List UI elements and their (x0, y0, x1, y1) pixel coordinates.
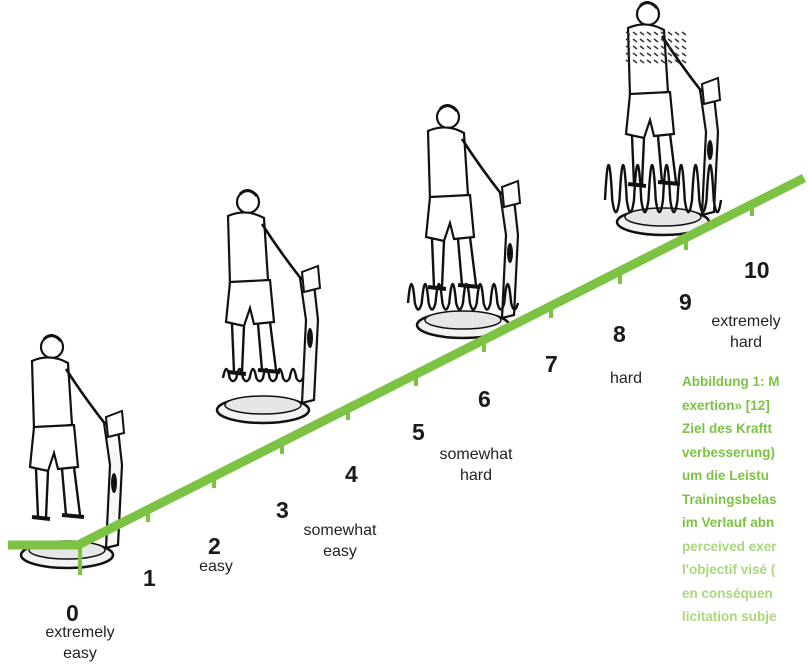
person-shorts (28, 423, 80, 473)
scale-number-10: 10 (744, 257, 770, 283)
scale-label-line: somewhat (303, 522, 377, 539)
scale-number-6: 6 (478, 386, 491, 412)
vibration-wave (221, 367, 305, 383)
scale-label-line: easy (199, 558, 233, 575)
caption-line: verbesserung) (682, 444, 776, 460)
scale-label-line: extremely (711, 313, 781, 330)
person-legs (630, 133, 678, 185)
scale-number-9: 9 (679, 289, 692, 315)
person-hair (238, 189, 259, 198)
scale-axis (8, 173, 807, 575)
caption-line: im Verlauf abn (682, 515, 775, 530)
machine-console (300, 264, 322, 294)
scale-label-0: extremely easy (20, 622, 140, 664)
machine-console (700, 76, 722, 106)
person-legs (230, 321, 278, 373)
platform-top (224, 395, 302, 415)
scale-label-line: hard (729, 334, 763, 351)
person-hair (438, 104, 459, 113)
person-legs (34, 466, 82, 518)
person-arm (460, 138, 504, 196)
figures-layer (19, 1, 723, 570)
person-shorts (424, 193, 476, 243)
caption-line: perceived exer (682, 538, 777, 554)
person-arm (660, 35, 704, 93)
person-torso (426, 126, 470, 201)
caption-line: um die Leistu (682, 468, 770, 483)
motion-blur (625, 31, 687, 64)
caption-line: Ziel des Kraftt (682, 421, 773, 436)
caption-line: l'objectif visé ( (682, 562, 776, 577)
machine-console (500, 179, 522, 209)
scale-label-line: somewhat (439, 446, 513, 463)
platform-top (424, 310, 502, 330)
scale-label-6: somewhat hard (416, 444, 536, 486)
scale-number-8: 8 (613, 321, 626, 347)
caption-line: en conséquen (682, 585, 773, 601)
caption-line: Trainingsbelas (682, 491, 777, 507)
person-torso (226, 211, 270, 286)
scale-label-line: extremely (45, 624, 115, 641)
machine-console (104, 409, 126, 439)
machine-detail (307, 328, 313, 348)
person-hair (638, 1, 659, 10)
scale-label-4: somewhat easy (280, 520, 400, 562)
vibration-wave (603, 163, 723, 214)
scale-label-line: hard (609, 370, 643, 387)
figure-caption: Abbildung 1: M exertion» [12] Ziel des K… (682, 370, 808, 629)
person-feet (31, 513, 85, 521)
person-arm (64, 368, 108, 426)
vibration-wave (406, 282, 520, 311)
figure-person-level-6 (406, 104, 522, 340)
person-torso (30, 356, 74, 431)
scale-number-7: 7 (545, 351, 558, 377)
caption-line: exertion» [12] (682, 397, 770, 413)
scale-label-line: easy (63, 645, 97, 662)
figure-person-level-3 (215, 189, 322, 425)
scale-label-line: easy (323, 543, 357, 560)
scale-number-4: 4 (345, 461, 358, 487)
scale-label-8: hard (566, 368, 686, 389)
scale-label-2: easy (156, 556, 276, 577)
scale-number-1: 1 (143, 565, 156, 591)
scale-number-3: 3 (276, 497, 289, 523)
scale-label-line: hard (459, 467, 493, 484)
person-shorts (224, 278, 276, 328)
machine-detail (507, 243, 513, 263)
caption-line: Abbildung 1: M (682, 374, 780, 389)
person-shorts (624, 90, 676, 140)
scale-number-2: 2 (208, 533, 221, 559)
scale-number-0: 0 (66, 600, 79, 626)
scale-ticks (78, 204, 754, 575)
figure-person-level-9 (603, 1, 723, 237)
caption-line: licitation subje (682, 609, 777, 624)
person-legs (430, 236, 478, 288)
machine-detail (707, 140, 713, 160)
machine-detail (111, 473, 117, 493)
scale-number-5: 5 (412, 419, 425, 445)
person-arm (260, 223, 304, 281)
person-hair (42, 334, 63, 343)
scale-label-10: extremely hard (686, 311, 806, 353)
figure-person-level-0 (19, 334, 126, 570)
